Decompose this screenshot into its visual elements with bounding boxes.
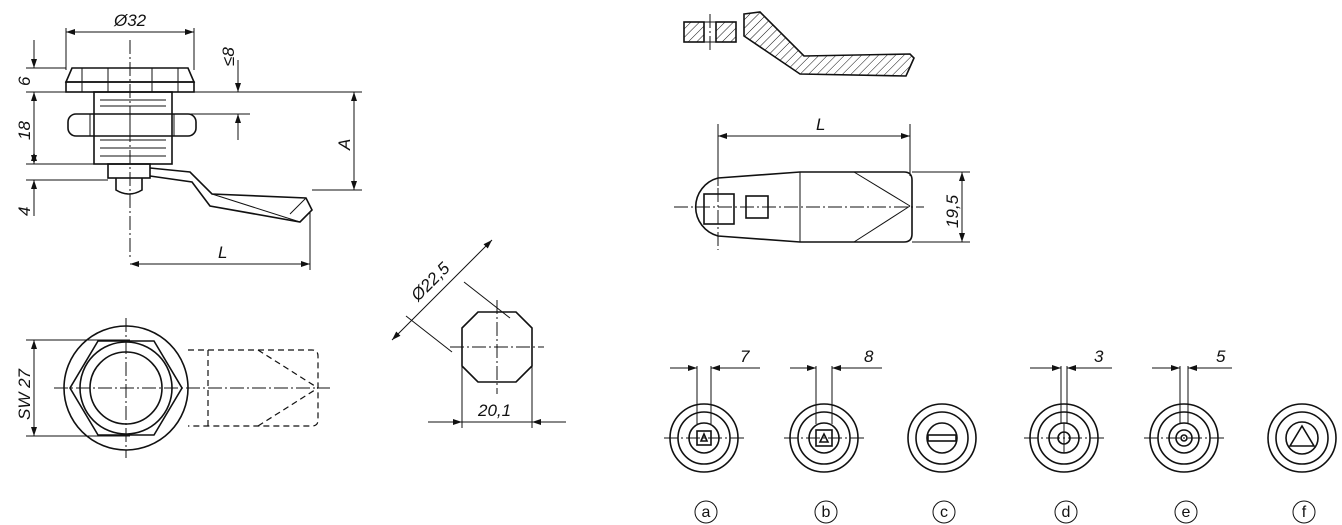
dim-L-side: L [218, 243, 227, 262]
variant-label-a: a [702, 504, 711, 521]
dim-height-18: 18 [15, 121, 34, 140]
variant-label-b: b [822, 504, 831, 521]
lock-top-view: SW 27 [15, 318, 330, 458]
dim-sw-27: SW 27 [15, 368, 34, 420]
key-variant-e: 5 e [1144, 347, 1232, 524]
cam-top-view: L 19,5 [674, 115, 970, 250]
variant-label-f: f [1302, 504, 1307, 521]
dim-width-19-5: 19,5 [943, 194, 962, 228]
dim-key-3: 3 [1094, 347, 1104, 366]
key-variant-a: 7 a [664, 347, 760, 524]
dim-A: A [335, 139, 354, 151]
cam-section-view [683, 11, 915, 77]
dim-height-4: 4 [15, 207, 34, 216]
variant-label-e: e [1182, 504, 1191, 521]
dim-L-cam: L [816, 115, 825, 134]
dim-key-5: 5 [1216, 347, 1226, 366]
dim-width-20-1: 20,1 [477, 401, 511, 420]
dim-diameter-22-5: Ø22,5 [407, 258, 454, 305]
dim-key-8: 8 [864, 347, 874, 366]
dim-key-7: 7 [740, 347, 750, 366]
key-variant-c: c [907, 403, 977, 524]
key-variant-b: 8 b [784, 347, 882, 524]
dim-diameter-32: Ø32 [113, 11, 147, 30]
profile-octagon-view: Ø22,5 20,1 [391, 239, 566, 428]
variant-label-c: c [940, 504, 948, 521]
dim-height-6: 6 [15, 76, 34, 86]
key-variant-f: f [1267, 403, 1337, 524]
key-variant-d: 3 d [1024, 347, 1112, 524]
dim-le-8: ≤8 [219, 47, 238, 66]
lock-side-view: Ø32 [15, 11, 362, 270]
variant-label-d: d [1062, 504, 1071, 521]
